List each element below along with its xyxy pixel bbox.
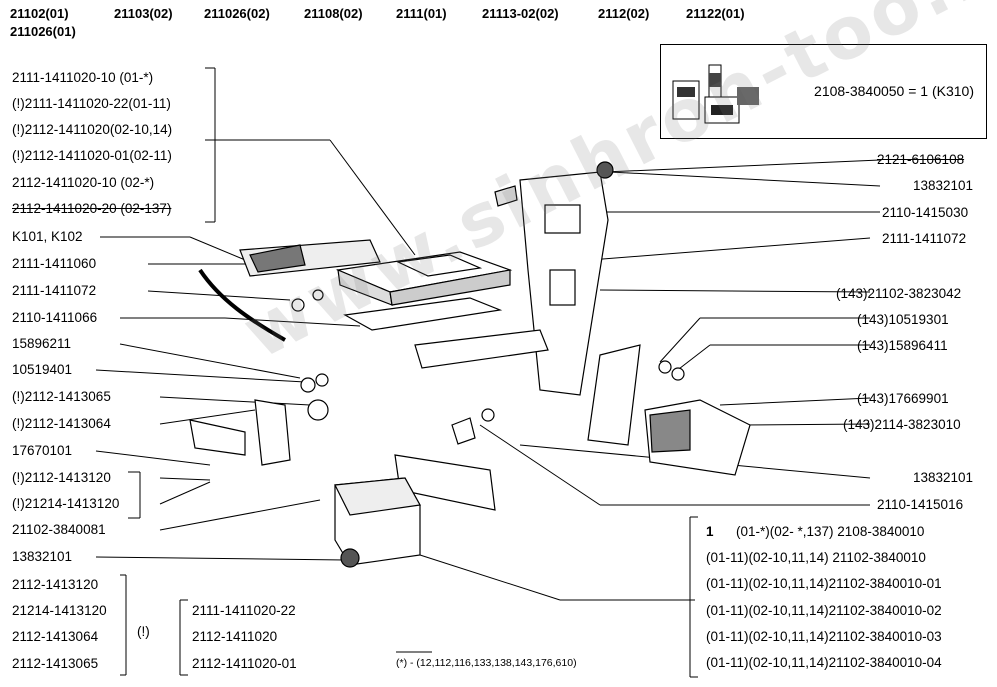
model-code: 21103(02) <box>114 6 173 21</box>
part-number: (143)17669901 <box>857 391 949 406</box>
variant-row: (01-11)(02-10,11,14) 21102-3840010 <box>706 550 926 565</box>
part-number: 21102-3840081 <box>12 522 106 537</box>
quantity: 1 <box>706 524 714 539</box>
part-number: 2111-1411072 <box>882 231 967 246</box>
footnote: (*) - (12,112,116,133,138,143,176,610) <box>396 657 577 669</box>
part-number: (!)2112-1411020(02-10,14) <box>12 122 173 137</box>
part-number: 2111-1411060 <box>12 256 97 271</box>
variant-row: (01-11)(02-10,11,14)21102-3840010-04 <box>706 655 942 670</box>
part-number: 2111-1411072 <box>12 283 97 298</box>
model-code: 21122(01) <box>686 6 745 21</box>
part-number: 2112-1413065 <box>12 656 99 671</box>
model-code: 211026(01) <box>10 24 76 39</box>
part-number: K101, K102 <box>12 229 83 244</box>
part-number: 13832101 <box>913 470 974 485</box>
model-code: 21102(01) <box>10 6 69 21</box>
part-number: 2112-1411020-20 (02-137) <box>12 201 172 216</box>
model-code: 211026(02) <box>204 6 270 21</box>
part-number: 2111-1411020-10 (01-*) <box>12 70 154 85</box>
part-number: 17670101 <box>12 443 73 458</box>
part-number: 2110-1411066 <box>12 310 98 325</box>
part-number: 2121-6106108 <box>877 152 965 167</box>
part-number: 2112-1413064 <box>12 629 99 644</box>
model-code: 2111(01) <box>396 6 447 21</box>
part-number: (!)2112-1413064 <box>12 416 111 431</box>
part-number: 13832101 <box>12 549 73 564</box>
kit-label: 2108-3840050 = 1 (K310) <box>814 83 974 99</box>
kit-parts-icon <box>672 64 759 124</box>
model-code: 2112(02) <box>598 6 650 21</box>
model-code: 21113-02(02) <box>482 6 559 21</box>
part-number: (!)2111-1411020-22(01-11) <box>12 96 171 111</box>
part-number: 15896211 <box>12 336 72 351</box>
part-number: (!)21214-1413120 <box>12 496 120 511</box>
part-number: 2111-1411020-22 <box>192 603 296 618</box>
part-number: (!)2112-1413120 <box>12 470 111 485</box>
part-number: 13832101 <box>913 178 974 193</box>
part-number: 2110-1415016 <box>877 497 964 512</box>
part-number: 2110-1415030 <box>882 205 969 220</box>
repair-kit-box: 2108-3840050 = 1 (K310) <box>660 44 987 139</box>
part-number: (143)10519301 <box>857 312 949 327</box>
variant-row: (01-11)(02-10,11,14)21102-3840010-03 <box>706 629 942 644</box>
part-number: (!)2112-1411020-01(02-11) <box>12 148 172 163</box>
part-number: (143)2114-3823010 <box>843 417 961 432</box>
part-number: 21214-1413120 <box>12 603 107 618</box>
part-number: 2112-1411020-10 (02-*) <box>12 175 155 190</box>
part-number: 2112-1411020 <box>192 629 278 644</box>
model-code: 21108(02) <box>304 6 363 21</box>
variant-row: (01-11)(02-10,11,14)21102-3840010-01 <box>706 576 942 591</box>
part-number: 2112-1413120 <box>12 577 99 592</box>
part-number: (143)15896411 <box>857 338 948 353</box>
part-number: 10519401 <box>12 362 73 377</box>
applicability-mark: (!) <box>137 624 150 639</box>
part-number: (!)2112-1413065 <box>12 389 111 404</box>
variant-row: (01-11)(02-10,11,14)21102-3840010-02 <box>706 603 942 618</box>
part-number: (143)21102-3823042 <box>836 286 962 301</box>
part-number: 2112-1411020-01 <box>192 656 297 671</box>
variant-row: (01-*)(02- *,137) 2108-3840010 <box>736 524 925 539</box>
